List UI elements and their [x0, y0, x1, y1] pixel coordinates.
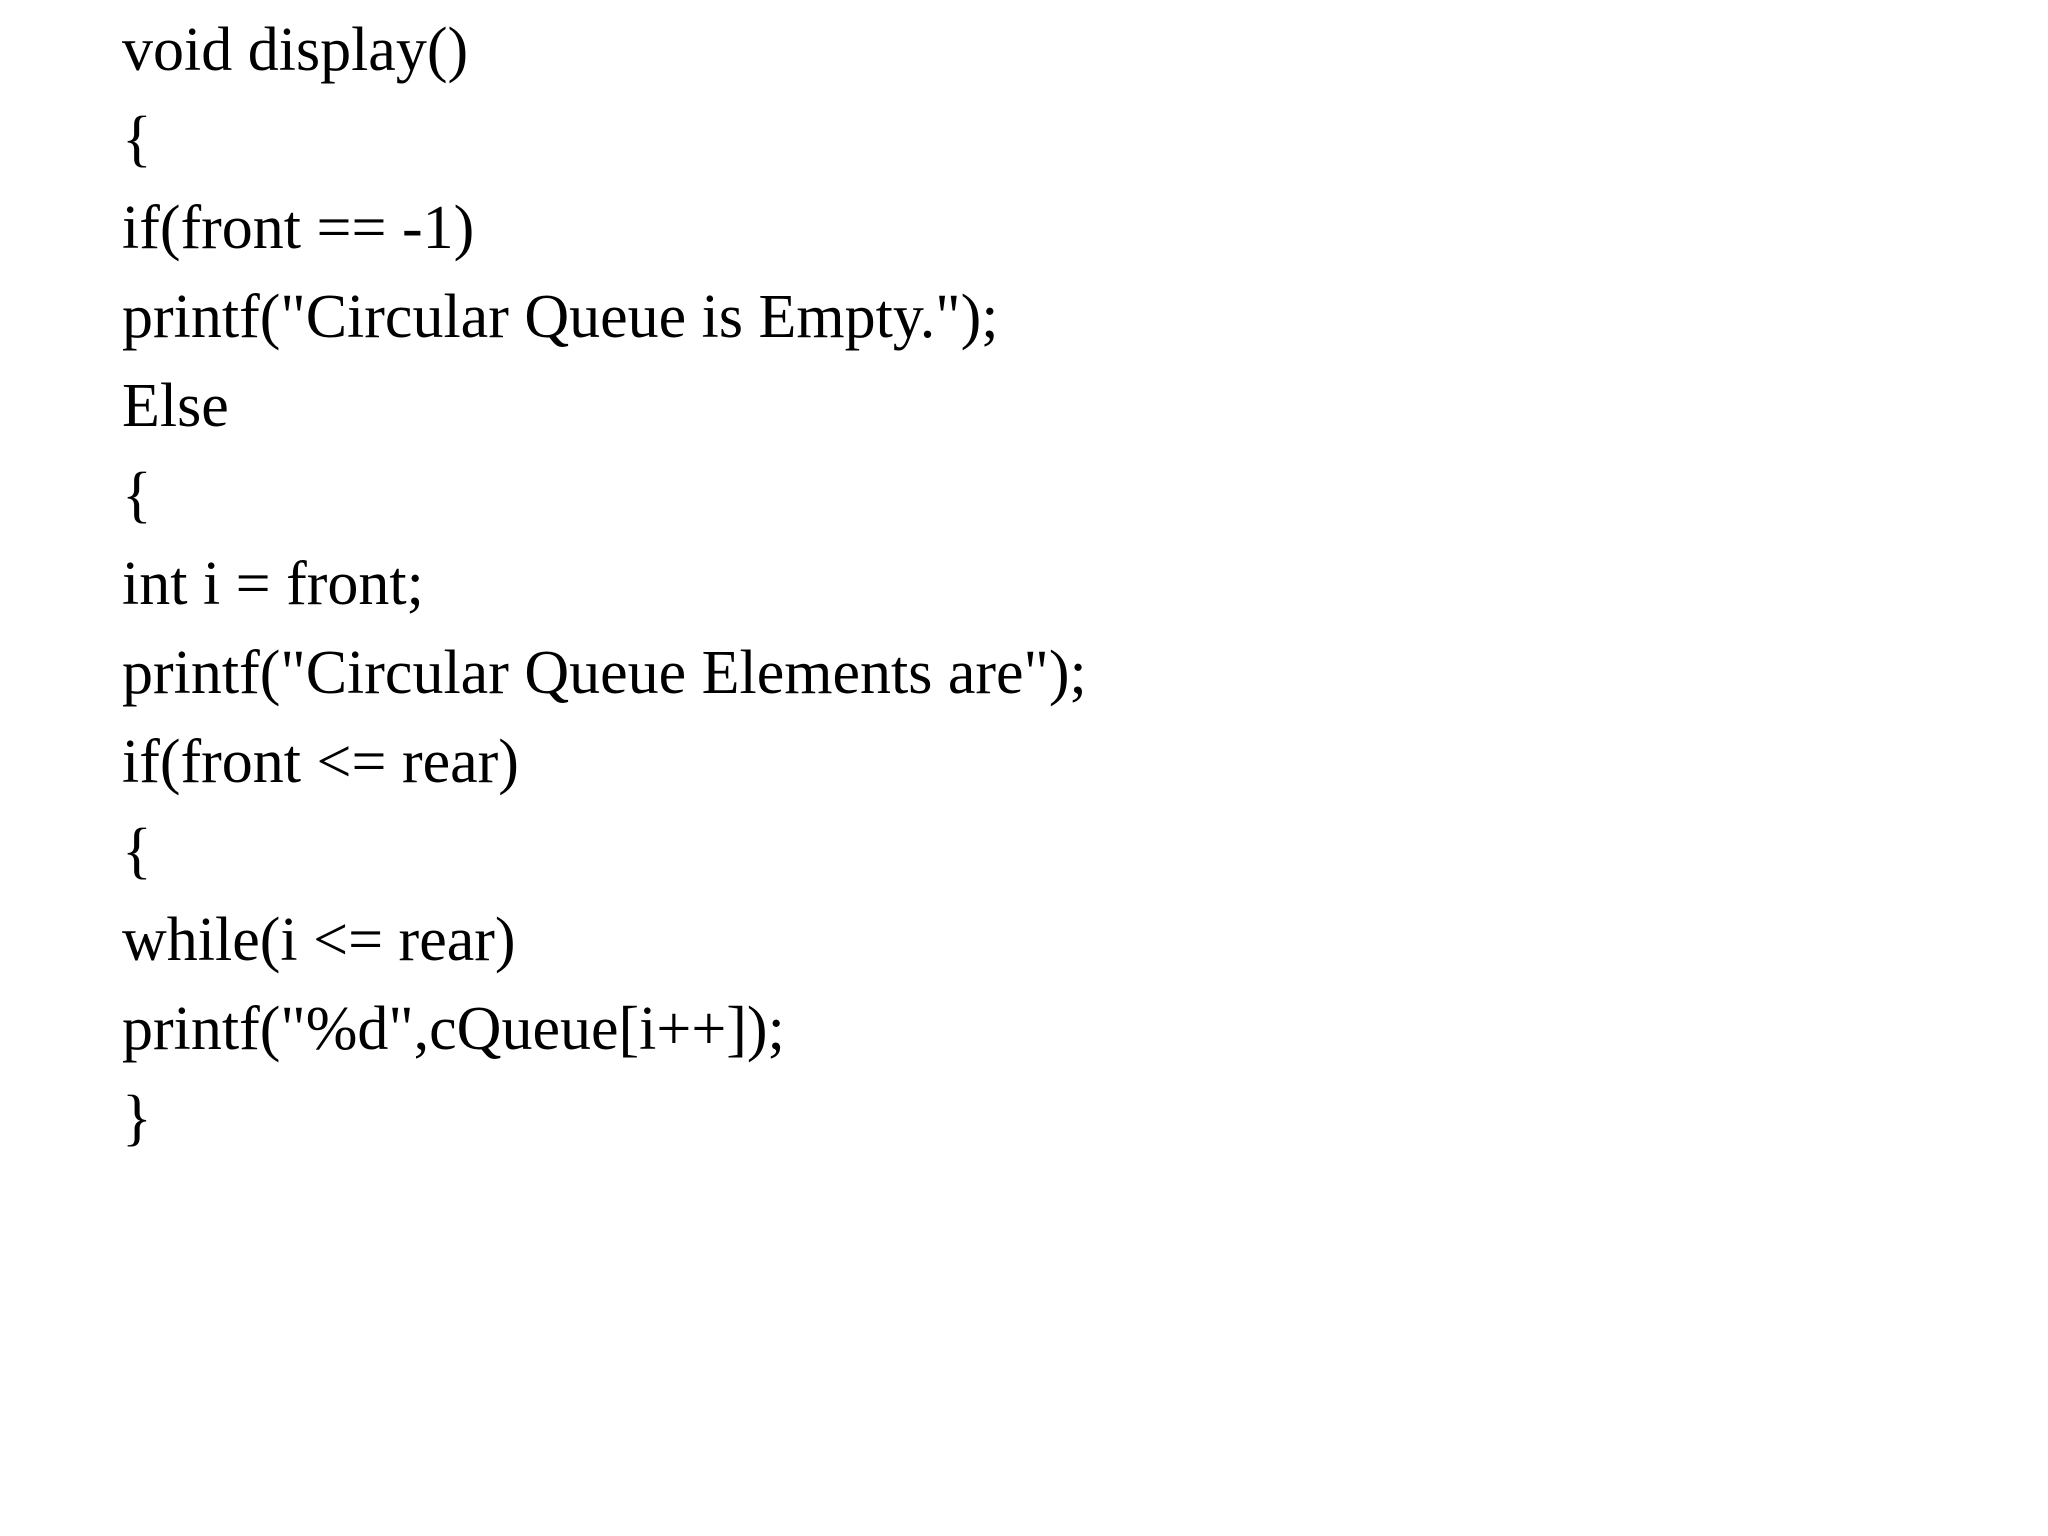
code-line: printf("Circular Queue is Empty."); — [122, 283, 999, 351]
code-line: { — [122, 817, 152, 885]
code-line: int i = front; — [122, 550, 424, 618]
code-line: Else — [122, 372, 229, 440]
code-line: { — [122, 105, 152, 173]
code-line: } — [122, 1084, 152, 1152]
code-line: printf("%d",cQueue[i++]); — [122, 995, 785, 1063]
code-line: if(front <= rear) — [122, 728, 519, 796]
code-line: { — [122, 461, 152, 529]
code-line: printf("Circular Queue Elements are"); — [122, 639, 1087, 707]
code-line: if(front == -1) — [122, 194, 475, 262]
code-line: void display() — [122, 16, 469, 84]
code-line: while(i <= rear) — [122, 906, 516, 974]
code-listing: void display() { if(front == -1) printf(… — [122, 6, 2002, 1163]
